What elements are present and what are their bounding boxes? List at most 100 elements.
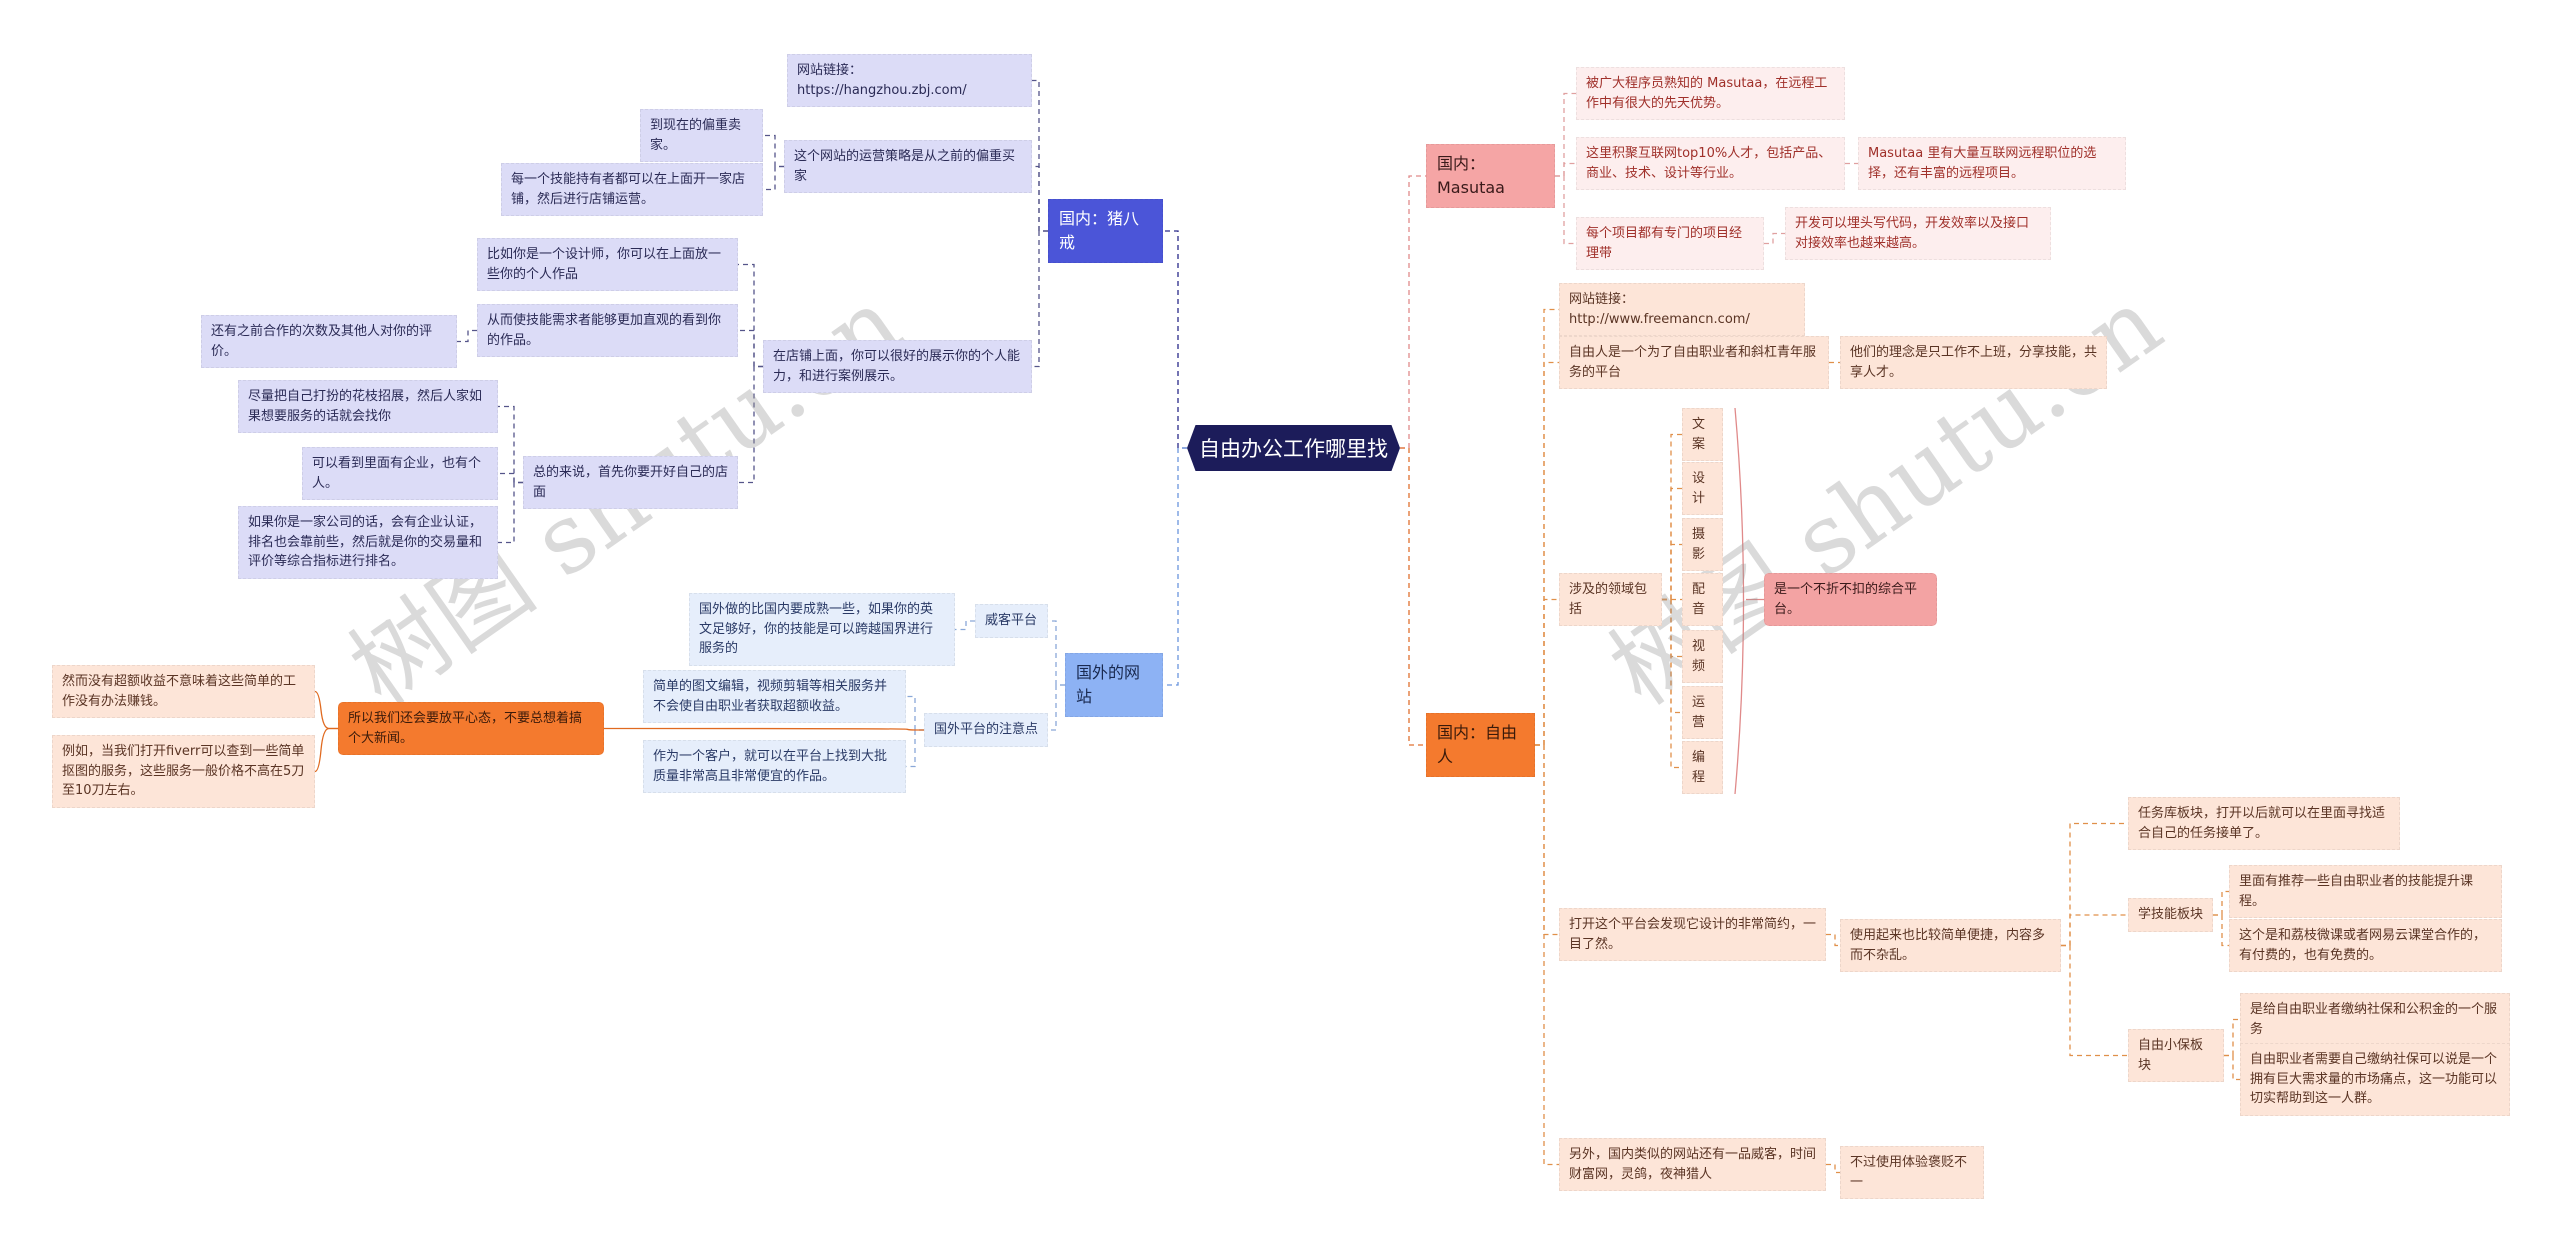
learn-child[interactable]: 这个是和荔枝微课或者网易云课堂合作的，有付费的，也有免费的。: [2229, 919, 2502, 972]
connector: [1032, 79, 1048, 232]
freeman-others[interactable]: 另外，国内类似的网站还有一品威客，时间财富网，灵鸽，夜神猎人: [1559, 1138, 1826, 1191]
connector: [1826, 1163, 1840, 1174]
connector: [906, 729, 924, 768]
root-topic[interactable]: 自由办公工作哪里找: [1187, 425, 1400, 471]
connector: [314, 727, 338, 773]
connector: [603, 727, 924, 731]
foreign-notes-child[interactable]: 作为一个客户，就可以在平台上找到大批质量非常高且非常便宜的作品。: [643, 740, 906, 793]
topic-freeman[interactable]: 国内：自由人: [1426, 713, 1535, 777]
connector: [1535, 308, 1559, 746]
connector: [1662, 598, 1682, 658]
zbj-summary-child[interactable]: 尽量把自己打扮的花枝招展，然后人家如果想要服务的话就会找你: [238, 380, 498, 433]
connector: [1555, 162, 1576, 177]
connector: [1163, 447, 1187, 686]
learn-child[interactable]: 里面有推荐一些自由职业者的技能提升课程。: [2229, 865, 2502, 918]
zbj-summary[interactable]: 总的来说，首先你要开好自己的店面: [523, 456, 738, 509]
freeman-link[interactable]: 网站链接：http://www.freemancn.com/: [1559, 283, 1805, 336]
connector: [1662, 598, 1682, 714]
zbj-strategy[interactable]: 这个网站的运营策略是从之前的偏重买家: [784, 140, 1032, 193]
freeman-intro[interactable]: 自由人是一个为了自由职业者和斜杠青年服务的平台: [1559, 336, 1829, 389]
connector: [738, 263, 763, 368]
field-item[interactable]: 文案: [1682, 408, 1723, 461]
connector: [498, 405, 523, 484]
connector: [1400, 447, 1426, 746]
connector: [1662, 433, 1682, 601]
zbj-summary-child[interactable]: 如果你是一家公司的话，会有企业认证，排名也会靠前些，然后就是你的交易量和评价等综…: [238, 506, 498, 579]
zbj-shop-grandchild[interactable]: 还有之前合作的次数及其他人对你的评价。: [201, 315, 457, 368]
foreign-notes-child[interactable]: 简单的图文编辑，视频剪辑等相关服务并不会使自由职业者获取超额收益。: [643, 670, 906, 723]
foreign-summary-child[interactable]: 然而没有超额收益不意味着这些简单的工作没有办法赚钱。: [52, 665, 315, 718]
zbj-strategy-child[interactable]: 每一个技能持有者都可以在上面开一家店铺，然后进行店铺运营。: [501, 163, 763, 216]
freeman-design-child[interactable]: 使用起来也比较简单便捷，内容多而不杂乱。: [1840, 919, 2061, 972]
foreign-weike[interactable]: 威客平台: [975, 604, 1048, 638]
connector: [1032, 165, 1048, 232]
topic-zbj[interactable]: 国内：猪八戒: [1048, 199, 1163, 263]
freeman-learn[interactable]: 学技能板块: [2128, 898, 2213, 932]
foreign-summary[interactable]: 所以我们还会要放平心态，不要总想着搞个大新闻。: [338, 702, 604, 755]
connector: [498, 472, 523, 484]
connector: [2061, 944, 2128, 1057]
foreign-notes[interactable]: 国外平台的注意点: [924, 713, 1048, 747]
connector: [738, 329, 763, 368]
insure-child[interactable]: 自由职业者需要自己缴纳社保可以说是一个拥有巨大需求量的市场痛点，这一功能可以切实…: [2240, 1043, 2510, 1116]
connector: [1032, 230, 1048, 368]
insure-child[interactable]: 是给自由职业者缴纳社保和公积金的一个服务: [2240, 993, 2510, 1046]
connector: [1535, 361, 1559, 746]
fields-summary[interactable]: 是一个不折不扣的综合平台。: [1764, 573, 1937, 626]
field-item[interactable]: 摄影: [1682, 518, 1723, 571]
zbj-summary-child[interactable]: 可以看到里面有企业，也有个人。: [302, 447, 498, 500]
connector: [1826, 933, 1840, 947]
freeman-insure[interactable]: 自由小保板块: [2128, 1029, 2224, 1082]
connector: [2213, 914, 2229, 947]
connector: [763, 165, 784, 191]
field-item[interactable]: 运营: [1682, 686, 1723, 739]
freeman-intro-child[interactable]: 他们的理念是只工作不上班，分享技能，共享人才。: [1840, 336, 2107, 389]
zbj-shop-child[interactable]: 从而使技能需求者能够更加直观的看到你的作品。: [477, 304, 738, 357]
connector: [2061, 914, 2128, 947]
connector: [763, 134, 784, 168]
connector: [1048, 684, 1065, 731]
connector: [1555, 92, 1576, 177]
foreign-summary-child[interactable]: 例如，当我们打开fiverr可以查到一些简单抠图的服务，这些服务一般价格不高在5…: [52, 735, 315, 808]
masutaa-item[interactable]: 这里积聚互联网top10%人才，包括产品、商业、技术、设计等行业。: [1576, 137, 1845, 190]
connector: [1163, 230, 1187, 449]
connector: [1535, 744, 1559, 1166]
freeman-design[interactable]: 打开这个平台会发现它设计的非常简约，一目了然。: [1559, 908, 1826, 961]
field-item[interactable]: 视频: [1682, 630, 1723, 683]
freeman-others-child[interactable]: 不过使用体验褒贬不一: [1840, 1146, 1984, 1199]
zbj-link[interactable]: 网站链接：https://hangzhou.zbj.com/: [787, 54, 1032, 107]
connector: [738, 365, 763, 484]
masutaa-item[interactable]: 被广大程序员熟知的 Masutaa，在远程工作中有很大的先天优势。: [1576, 67, 1845, 120]
summary-brace: [1734, 407, 1764, 795]
masutaa-item[interactable]: 每个项目都有专门的项目经理带: [1576, 217, 1764, 270]
foreign-weike-child[interactable]: 国外做的比国内要成熟一些，如果你的英文足够好，你的技能是可以跨越国界进行服务的: [689, 593, 955, 666]
connector: [314, 690, 338, 730]
connector: [2224, 1054, 2240, 1081]
connector: [1764, 232, 1785, 245]
zbj-shop-child[interactable]: 比如你是一个设计师，你可以在上面放一些你的个人作品: [477, 238, 738, 291]
field-item[interactable]: 配音: [1682, 573, 1723, 626]
connector: [2224, 1018, 2240, 1057]
connector: [1555, 175, 1576, 245]
connector: [457, 329, 477, 343]
zbj-strategy-child[interactable]: 到现在的偏重卖家。: [640, 109, 763, 162]
connector: [1662, 543, 1682, 601]
topic-foreign[interactable]: 国外的网站: [1065, 653, 1163, 717]
connector: [955, 620, 975, 631]
connector: [498, 481, 523, 544]
freeman-task[interactable]: 任务库板块，打开以后就可以在里面寻找适合自己的任务接单了。: [2128, 797, 2400, 850]
topic-masutaa[interactable]: 国内：Masutaa: [1426, 144, 1555, 208]
connector: [2061, 822, 2128, 947]
field-item[interactable]: 编程: [1682, 741, 1723, 794]
connector: [2213, 890, 2229, 916]
masutaa-item-child[interactable]: Masutaa 里有大量互联网远程职位的选择，还有丰富的远程项目。: [1858, 137, 2126, 190]
connector: [1535, 598, 1559, 746]
zbj-shop[interactable]: 在店铺上面，你可以很好的展示你的个人能力，和进行案例展示。: [763, 340, 1032, 393]
connector: [1662, 598, 1682, 769]
connector: [1048, 620, 1065, 686]
freeman-fields[interactable]: 涉及的领域包括: [1559, 573, 1662, 626]
connector: [1662, 487, 1682, 601]
masutaa-item-child[interactable]: 开发可以埋头写代码，开发效率以及接口对接效率也越来越高。: [1785, 207, 2051, 260]
field-item[interactable]: 设计: [1682, 462, 1723, 515]
connector: [1535, 744, 1559, 936]
